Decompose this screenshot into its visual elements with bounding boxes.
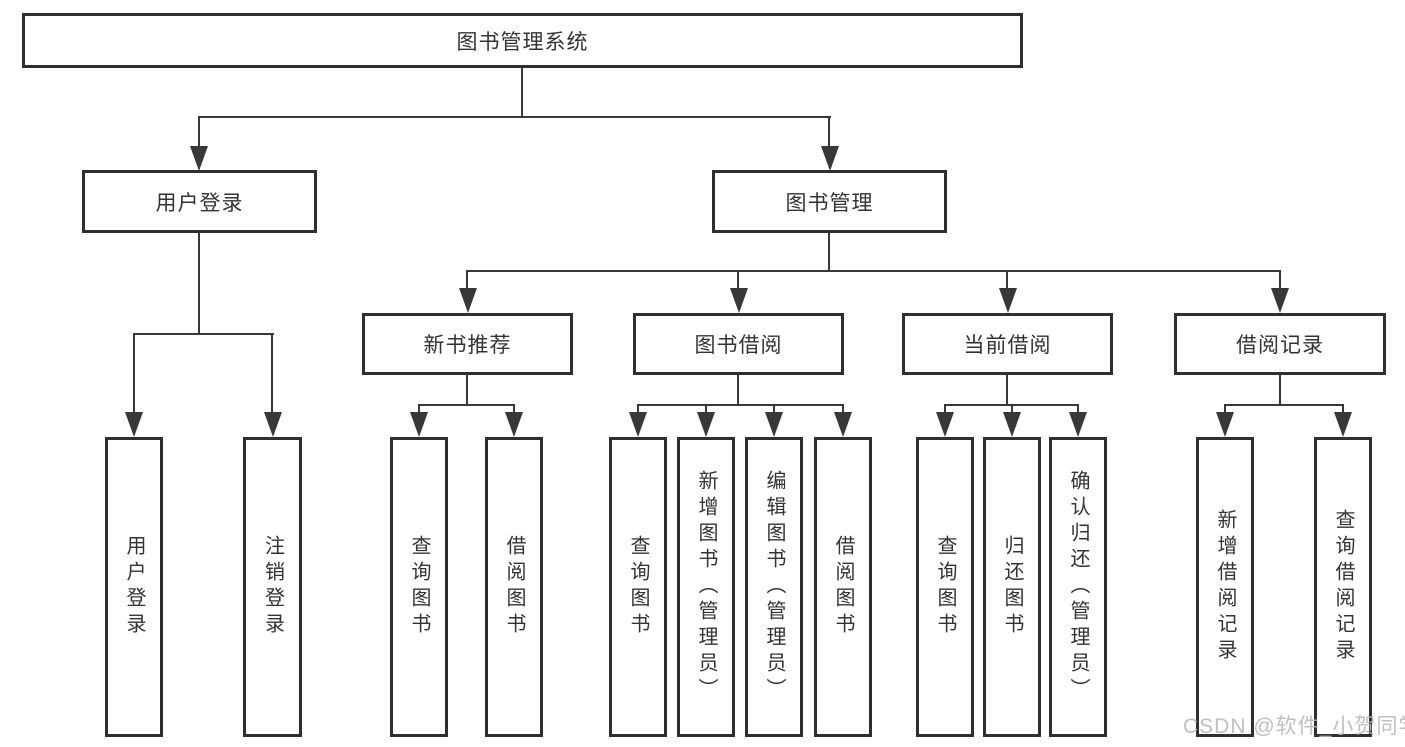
- node-leafReturnBook: 归还图书: [983, 437, 1041, 737]
- connector-line: [1224, 404, 1344, 406]
- connector-line: [773, 406, 775, 414]
- node-label: 查询图书: [627, 535, 649, 639]
- node-leafQueryBorrowRecord: 查询借阅记录: [1314, 437, 1372, 737]
- arrow-down-icon: [125, 412, 143, 437]
- connector-line: [198, 233, 200, 335]
- node-label: 编辑图书（管理员）: [763, 470, 785, 704]
- arrow-down-icon: [1216, 412, 1234, 437]
- node-leafQueryBook1: 查询图书: [390, 437, 448, 737]
- node-label: 查询图书: [408, 535, 430, 639]
- arrow-down-icon: [459, 288, 477, 313]
- arrow-down-icon: [629, 412, 647, 437]
- connector-line: [842, 406, 844, 414]
- arrow-down-icon: [505, 412, 523, 437]
- node-label: 查询图书: [934, 535, 956, 639]
- node-newBookRecommend: 新书推荐: [362, 313, 573, 375]
- connector-line: [466, 270, 1281, 272]
- arrow-down-icon: [999, 288, 1017, 313]
- arrow-down-icon: [821, 146, 839, 171]
- node-label: 归还图书: [1001, 535, 1023, 639]
- node-bookManagement: 图书管理: [712, 170, 947, 233]
- connector-line: [705, 406, 707, 414]
- connector-line: [944, 404, 1079, 406]
- arrow-down-icon: [264, 412, 282, 437]
- node-label: 确认归还（管理员）: [1067, 470, 1089, 704]
- node-leafAddBorrowRecord: 新增借阅记录: [1196, 437, 1254, 737]
- connector-line: [198, 118, 200, 148]
- arrow-down-icon: [190, 146, 208, 171]
- node-label: 用户登录: [155, 191, 244, 215]
- arrow-down-icon: [765, 412, 783, 437]
- node-label: 新书推荐: [423, 334, 512, 357]
- node-label: 新增图书（管理员）: [695, 470, 717, 704]
- node-leafAddBook: 新增图书（管理员）: [677, 437, 735, 737]
- connector-line: [1011, 406, 1013, 414]
- connector-line: [418, 406, 420, 414]
- node-label: 新增借阅记录: [1214, 509, 1236, 665]
- connector-line: [737, 375, 739, 406]
- node-leafBorrowBook2: 借阅图书: [814, 437, 872, 737]
- node-userLogin: 用户登录: [82, 170, 317, 233]
- connector-line: [828, 118, 830, 148]
- arrow-down-icon: [410, 412, 428, 437]
- node-root: 图书管理系统: [22, 13, 1023, 68]
- node-label: 图书管理系统: [456, 30, 589, 54]
- connector-line: [1342, 406, 1344, 414]
- connector-line: [466, 272, 468, 289]
- node-label: 借阅图书: [832, 535, 854, 639]
- arrow-down-icon: [936, 412, 954, 437]
- node-borrowRecord: 借阅记录: [1174, 313, 1386, 375]
- node-leafEditBook: 编辑图书（管理员）: [745, 437, 803, 737]
- connector-line: [513, 406, 515, 414]
- node-label: 图书借阅: [694, 334, 783, 357]
- node-leafBorrowBook1: 借阅图书: [485, 437, 543, 737]
- arrow-down-icon: [834, 412, 852, 437]
- connector-line: [1279, 375, 1281, 406]
- node-bookBorrow: 图书借阅: [633, 313, 844, 375]
- node-leafLogout: 注销登录: [243, 437, 302, 737]
- connector-line: [828, 233, 830, 272]
- node-leafConfirmReturn: 确认归还（管理员）: [1049, 437, 1107, 737]
- node-leafUserLogin: 用户登录: [105, 437, 163, 737]
- node-label: 查询借阅记录: [1332, 509, 1354, 665]
- arrow-down-icon: [697, 412, 715, 437]
- connector-line: [133, 333, 274, 335]
- connector-line: [271, 335, 273, 414]
- connector-line: [1224, 406, 1226, 414]
- arrow-down-icon: [730, 288, 748, 313]
- connector-line: [637, 406, 639, 414]
- connector-line: [418, 404, 515, 406]
- connector-line: [1006, 272, 1008, 289]
- connector-line: [1006, 375, 1008, 406]
- connector-line: [637, 404, 844, 406]
- watermark: CSDN @软件_小贺同学: [1183, 715, 1405, 738]
- node-label: 注销登录: [261, 535, 284, 639]
- connector-line: [198, 116, 831, 118]
- connector-line: [466, 375, 468, 406]
- connector-line: [737, 272, 739, 289]
- node-leafQueryBook3: 查询图书: [916, 437, 974, 737]
- connector-line: [1077, 406, 1079, 414]
- node-leafQueryBook2: 查询图书: [609, 437, 667, 737]
- arrow-down-icon: [1069, 412, 1087, 437]
- connector-line: [521, 68, 523, 118]
- arrow-down-icon: [1334, 412, 1352, 437]
- connector-line: [1279, 272, 1281, 289]
- arrow-down-icon: [1003, 412, 1021, 437]
- arrow-down-icon: [1271, 288, 1289, 313]
- node-label: 当前借阅: [963, 334, 1052, 357]
- node-label: 借阅记录: [1236, 334, 1324, 357]
- node-label: 借阅图书: [503, 535, 525, 639]
- connector-line: [944, 406, 946, 414]
- node-label: 用户登录: [123, 535, 145, 639]
- connector-line: [133, 335, 135, 414]
- node-currentBorrow: 当前借阅: [902, 313, 1113, 375]
- node-label: 图书管理: [785, 191, 874, 215]
